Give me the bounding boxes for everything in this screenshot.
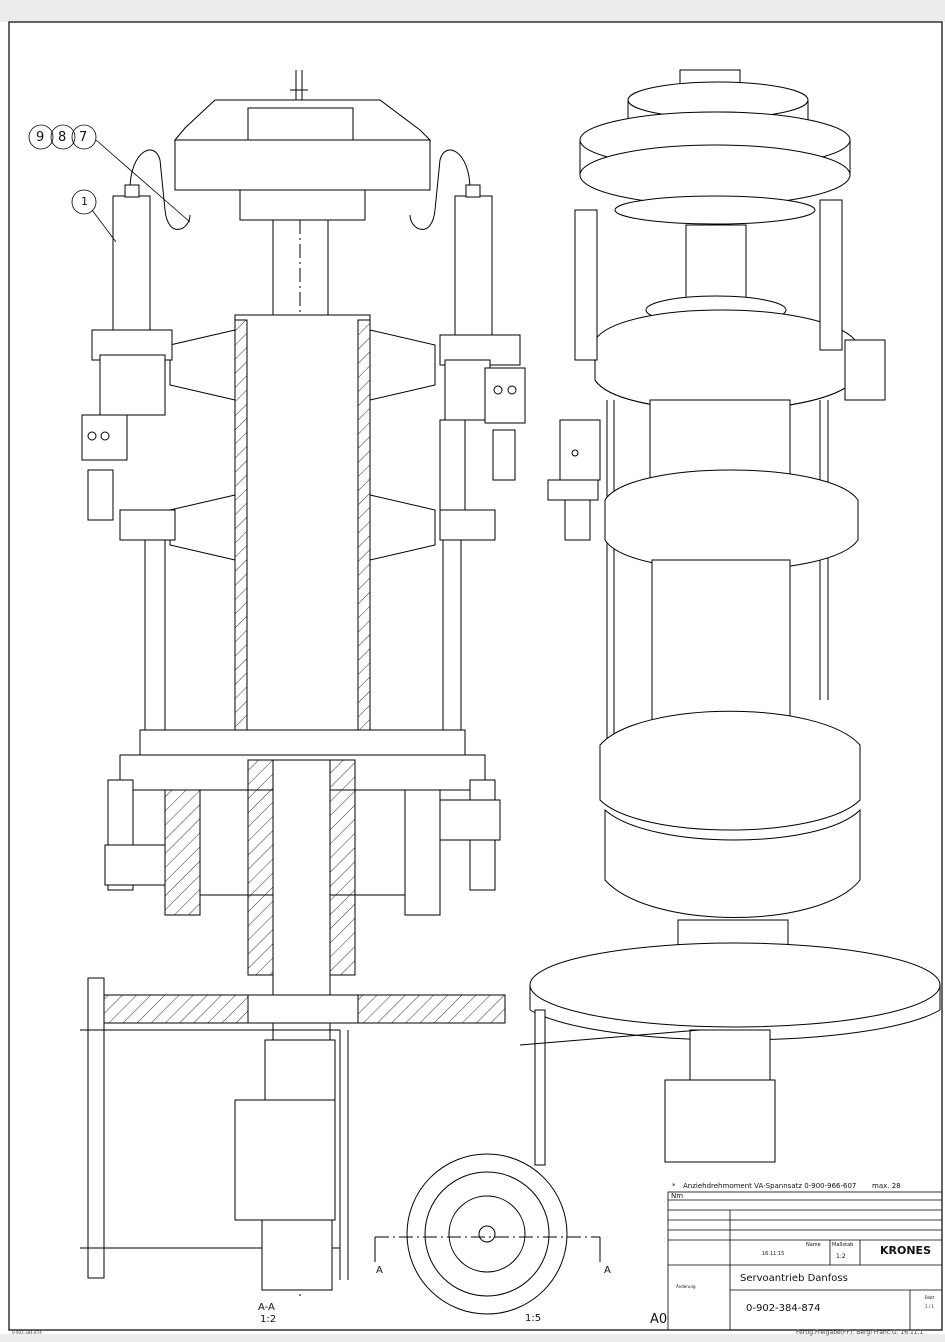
callout-8: 8 [58, 130, 67, 145]
tb-title: Servoantrieb Danfoss [740, 1273, 848, 1284]
note-max: max. 28 [872, 1182, 901, 1190]
tb-date: 16.11.15 [762, 1251, 785, 1257]
view-scale-detail: 1:5 [525, 1313, 542, 1324]
krones-logo-text: KRONES [880, 1244, 931, 1257]
isometric-view [519, 69, 941, 1166]
callout-9: 9 [36, 130, 45, 145]
tb-name-label: Name [806, 1242, 821, 1248]
callout-7: 7 [79, 130, 88, 145]
tb-nm-label: Nm [671, 1192, 684, 1200]
view-label-a-a: A-A [258, 1302, 275, 1313]
section-marker-right: A [604, 1265, 611, 1276]
tb-sheet-label: Blatt [925, 1295, 935, 1300]
callout-1: 1 [81, 195, 88, 208]
tb-scale-value: 1:2 [836, 1253, 846, 1260]
paper-format: A0 [650, 1312, 668, 1327]
note-star: * [672, 1182, 676, 1190]
tb-sheet-value: 1 / 1 [925, 1304, 934, 1309]
view-scale-a-a: 1:2 [260, 1314, 277, 1325]
footer-left: 0-902-384-874 [12, 1330, 42, 1335]
tb-scale-label: Maßstab [832, 1242, 854, 1248]
footer-right: Fertig.Freigabe(FF): Bergl Franc.G. 16.1… [796, 1329, 924, 1336]
tb-change-label: Änderung [676, 1284, 696, 1289]
tb-drawing-number: 0-902-384-874 [746, 1303, 821, 1314]
sheet-border [8, 21, 943, 1331]
detail-view [374, 1153, 601, 1315]
title-block-lines [667, 1191, 943, 1331]
section-view-a-a [80, 70, 526, 1300]
callout-leaders [28, 124, 191, 243]
section-marker-left: A [376, 1265, 383, 1276]
note-text: Anziehdrehmoment VA-Spannsatz 0-900-966-… [683, 1182, 857, 1190]
